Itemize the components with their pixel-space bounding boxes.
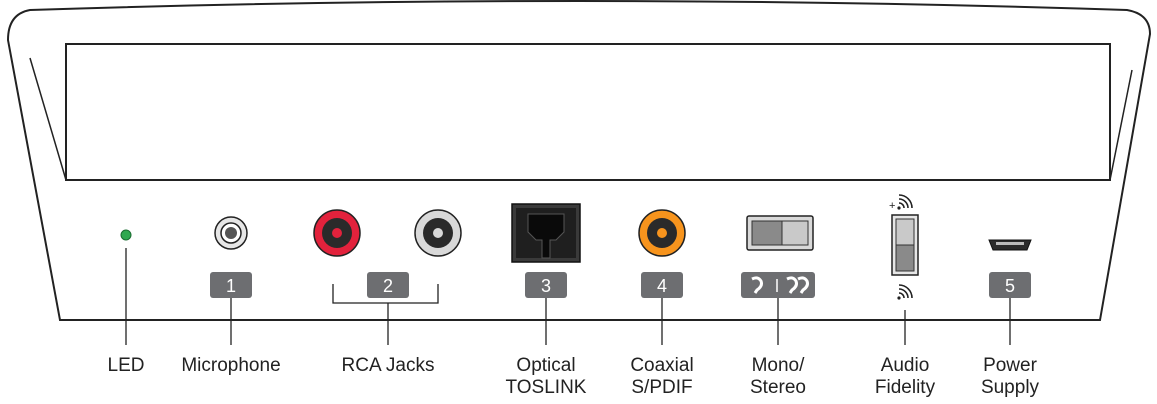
badge-2: 2 [367,272,409,298]
mono-stereo-symbols-icon [741,272,815,298]
label-mono-stereo: Mono/ Stereo [750,355,806,399]
left-bevel [29,57,67,181]
device-screen-recess [65,43,1111,181]
badge-5: 5 [989,272,1031,298]
label-audio-fidelity: Audio Fidelity [875,355,935,399]
label-power-supply: Power Supply [981,355,1039,399]
label-mono-stereo-line2: Stereo [750,377,806,398]
label-audio-fidelity-line2: Fidelity [874,377,936,398]
label-microphone: Microphone [181,355,280,377]
label-rca-jacks: RCA Jacks [342,355,435,377]
badge-1-text: 1 [226,276,236,296]
mono-stereo-switch [746,215,814,251]
label-coaxial-line1: Coaxial [630,355,694,376]
rca-bracket [332,284,439,304]
badge-1: 1 [210,272,252,298]
label-power-supply-line1: Power [983,355,1037,376]
signal-waves-plus-icon: + [889,194,913,212]
label-rca-jacks-text: RCA Jacks [341,355,435,376]
label-audio-fidelity-line1: Audio [880,355,930,376]
label-optical-line1: Optical [516,355,576,376]
label-mono-stereo-line1: Mono/ [751,355,805,376]
label-microphone-text: Microphone [181,355,281,376]
right-bevel [1109,69,1133,181]
optical-toslink-port [511,203,581,263]
label-power-supply-line2: Supply [980,377,1040,398]
audio-fidelity-switch [891,214,919,276]
badge-4-text: 4 [657,276,667,296]
rca-jack-red [313,209,361,257]
label-led-text: LED [107,355,145,376]
led-indicator [120,229,132,241]
coaxial-spdif-jack [638,209,686,257]
microphone-jack [214,216,248,250]
svg-text:+: + [889,200,895,212]
badge-4: 4 [641,272,683,298]
label-optical-line2: TOSLINK [505,377,587,398]
rca-jack-white [414,209,462,257]
badge-3: 3 [525,272,567,298]
badge-3-text: 3 [541,276,551,296]
badge-2-text: 2 [383,276,393,296]
label-optical: Optical TOSLINK [506,355,587,399]
label-led: LED [108,355,145,377]
signal-waves-icon [897,284,913,300]
micro-usb-port [988,239,1032,251]
badge-5-text: 5 [1005,276,1015,296]
label-coaxial: Coaxial S/PDIF [630,355,693,399]
label-coaxial-line2: S/PDIF [631,377,693,398]
